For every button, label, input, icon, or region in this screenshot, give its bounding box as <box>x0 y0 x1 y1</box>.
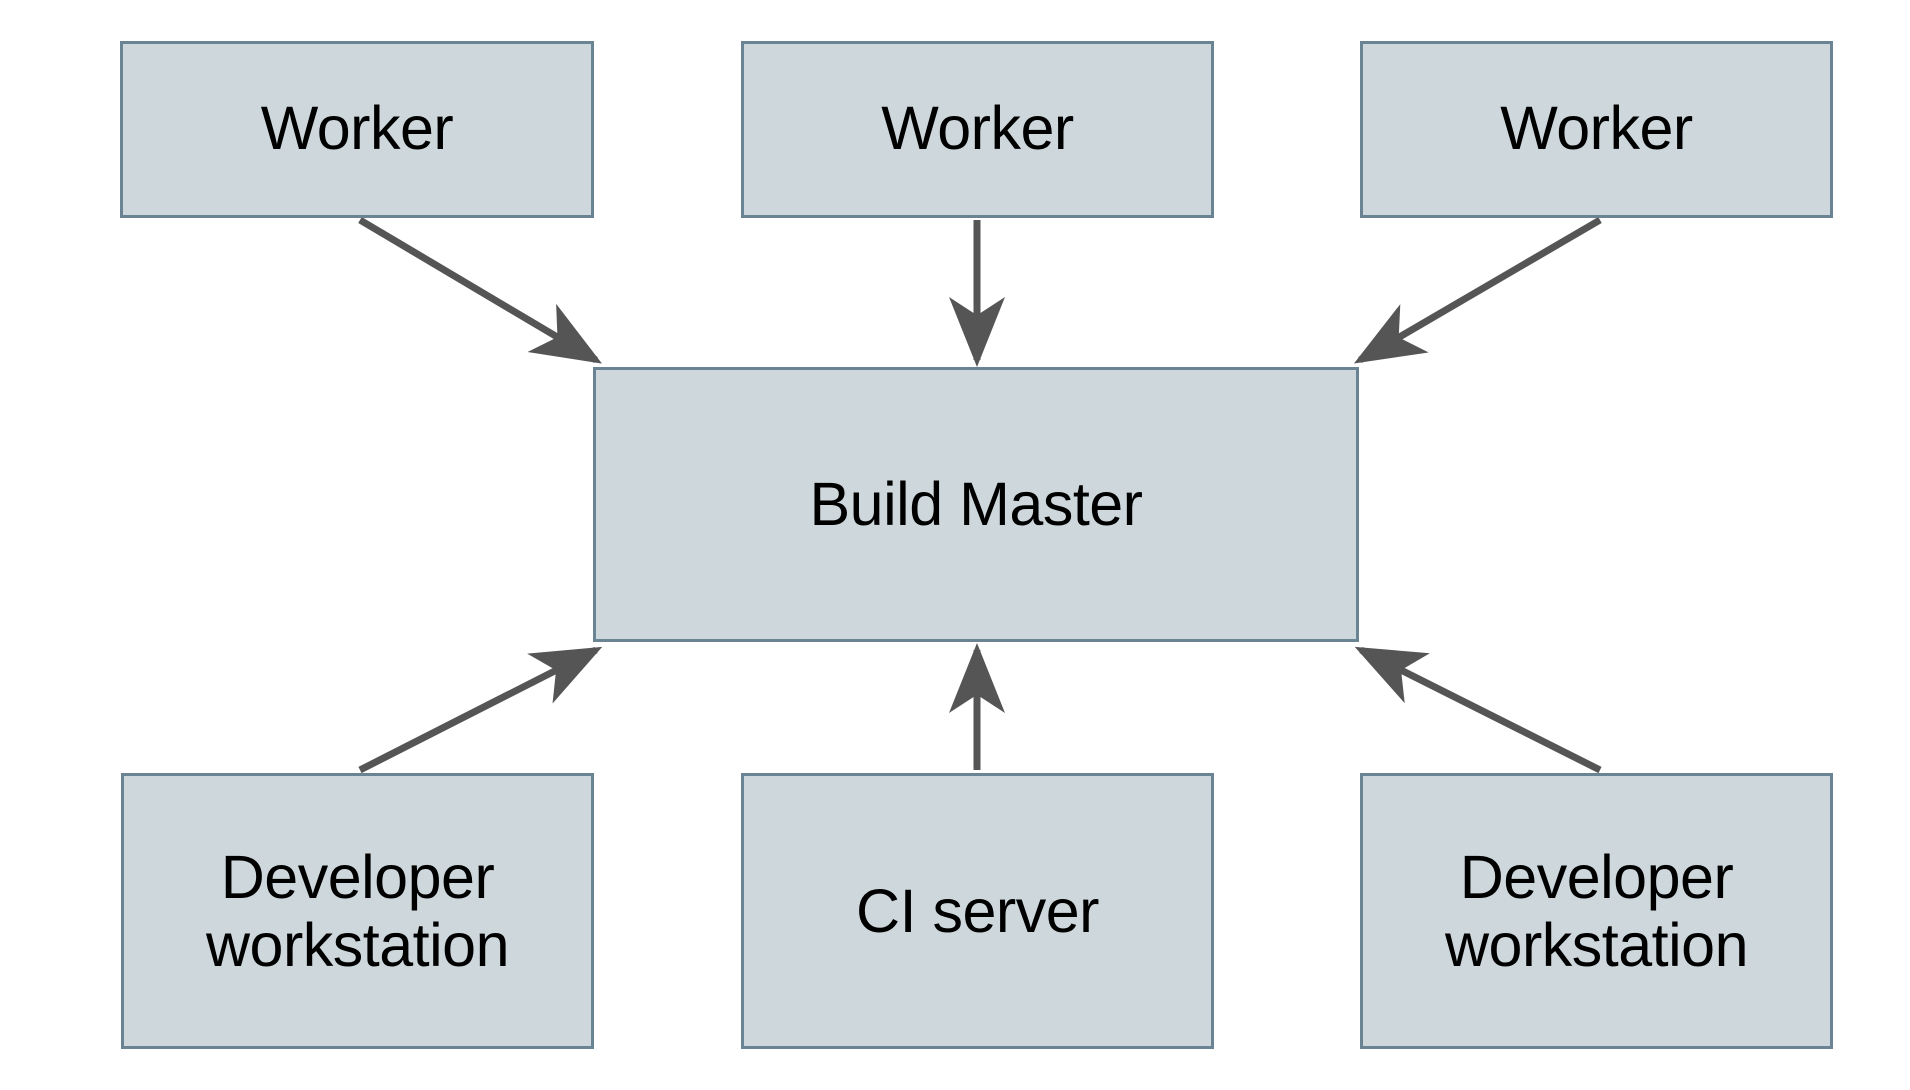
edge-dev-workstation-1-to-build-master <box>358 646 603 774</box>
node-worker-2[interactable]: Worker <box>741 41 1214 218</box>
node-worker-1[interactable]: Worker <box>120 41 594 218</box>
node-ci-server[interactable]: CI server <box>741 773 1214 1049</box>
edge-dev-workstation-2-to-build-master <box>1354 646 1602 774</box>
node-build-master-label: Build Master <box>809 470 1143 539</box>
node-developer-workstation-2-label: Developer workstation <box>1444 842 1749 979</box>
node-worker-1-label: Worker <box>260 94 454 163</box>
node-worker-3[interactable]: Worker <box>1360 41 1833 218</box>
node-developer-workstation-1-label: Developer workstation <box>205 842 510 979</box>
edge-worker-1-to-build-master <box>358 216 603 364</box>
node-build-master[interactable]: Build Master <box>593 367 1359 642</box>
node-developer-workstation-1[interactable]: Developer workstation <box>121 773 594 1049</box>
node-worker-2-label: Worker <box>881 94 1074 163</box>
node-developer-workstation-2[interactable]: Developer workstation <box>1360 773 1833 1049</box>
edge-worker-3-to-build-master <box>1353 216 1602 364</box>
node-worker-3-label: Worker <box>1500 94 1693 163</box>
node-ci-server-label: CI server <box>856 876 1099 945</box>
